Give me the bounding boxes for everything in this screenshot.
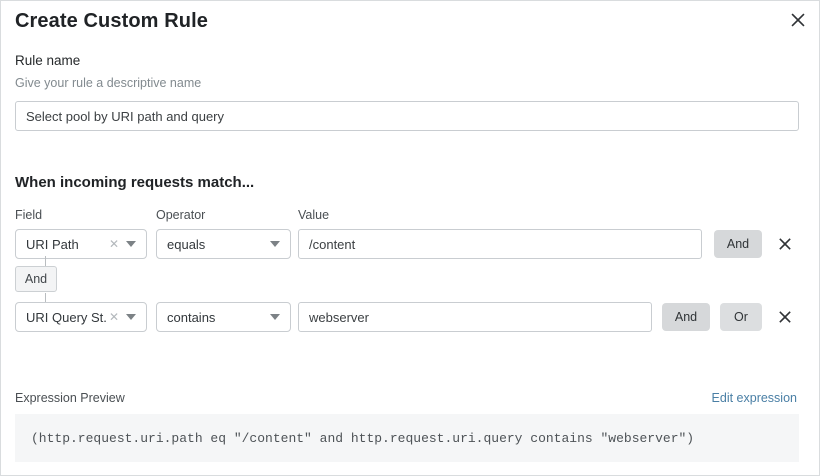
column-header-operator: Operator bbox=[156, 208, 206, 222]
column-header-field: Field bbox=[15, 208, 43, 222]
connector-line-bottom bbox=[45, 293, 46, 302]
and-button-row-2[interactable]: And bbox=[662, 303, 710, 331]
operator-select-2-value: contains bbox=[167, 309, 216, 325]
close-icon-glyph bbox=[779, 238, 791, 250]
or-button-row-2[interactable]: Or bbox=[720, 303, 762, 331]
match-section-heading: When incoming requests match... bbox=[15, 174, 255, 191]
column-header-value: Value bbox=[298, 208, 330, 222]
edit-expression-link[interactable]: Edit expression bbox=[711, 391, 797, 405]
condition-connector: And bbox=[1, 256, 201, 306]
condition-row: URI Query St... ✕ contains And Or bbox=[1, 302, 819, 336]
chevron-down-icon[interactable] bbox=[268, 314, 290, 320]
chevron-down-icon-glyph bbox=[270, 314, 280, 320]
close-icon-glyph bbox=[791, 13, 805, 27]
field-select-1[interactable]: URI Path ✕ bbox=[15, 229, 147, 259]
close-icon[interactable] bbox=[785, 7, 811, 33]
and-connector-badge[interactable]: And bbox=[15, 266, 57, 292]
chevron-down-icon-glyph bbox=[126, 314, 136, 320]
expression-preview-label: Expression Preview bbox=[15, 391, 125, 405]
chevron-down-icon[interactable] bbox=[268, 241, 290, 247]
clear-icon[interactable]: ✕ bbox=[108, 237, 119, 251]
expression-preview-box: (http.request.uri.path eq "/content" and… bbox=[15, 414, 799, 462]
value-input-1[interactable] bbox=[298, 229, 702, 259]
expression-preview-code: (http.request.uri.path eq "/content" and… bbox=[31, 430, 695, 446]
operator-select-1[interactable]: equals bbox=[156, 229, 291, 259]
rule-name-label: Rule name bbox=[15, 53, 81, 68]
field-select-2[interactable]: URI Query St... ✕ bbox=[15, 302, 147, 332]
chevron-down-icon[interactable] bbox=[124, 241, 146, 247]
delete-condition-1-icon[interactable] bbox=[773, 231, 797, 257]
chevron-down-icon-glyph bbox=[270, 241, 280, 247]
rule-name-help-text: Give your rule a descriptive name bbox=[15, 76, 202, 90]
field-select-1-value: URI Path bbox=[26, 236, 79, 252]
chevron-down-icon-glyph bbox=[126, 241, 136, 247]
rule-name-input[interactable] bbox=[15, 101, 799, 131]
connector-line-top bbox=[45, 256, 46, 266]
clear-icon[interactable]: ✕ bbox=[108, 310, 119, 324]
chevron-down-icon[interactable] bbox=[124, 314, 146, 320]
operator-select-2[interactable]: contains bbox=[156, 302, 291, 332]
condition-row: URI Path ✕ equals And bbox=[1, 229, 819, 263]
close-icon-glyph bbox=[779, 311, 791, 323]
and-button-row-1[interactable]: And bbox=[714, 230, 762, 258]
dialog-title: Create Custom Rule bbox=[15, 10, 208, 32]
field-select-2-value: URI Query St... bbox=[26, 309, 107, 325]
operator-select-1-value: equals bbox=[167, 236, 206, 252]
delete-condition-2-icon[interactable] bbox=[773, 304, 797, 330]
value-input-2[interactable] bbox=[298, 302, 652, 332]
